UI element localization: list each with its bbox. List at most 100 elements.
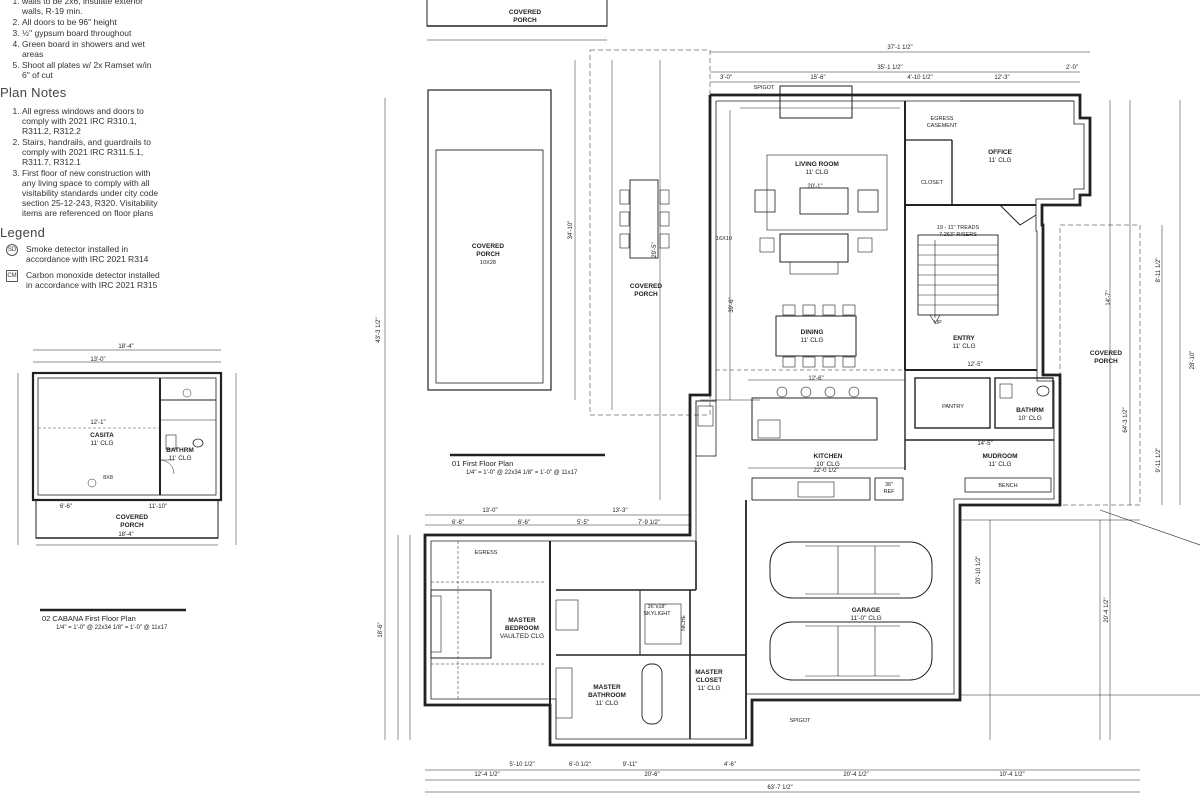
refrigerator-icon <box>874 477 904 501</box>
dim-text: 12'-6" <box>808 376 823 382</box>
room-clg-master-closet: 11' CLG <box>697 685 720 692</box>
headboard-icon <box>430 595 442 653</box>
window-tag-icon <box>182 388 192 398</box>
sofa-icon <box>779 233 849 263</box>
room-label-master-closet-2: CLOSET <box>696 677 722 684</box>
room-clg-bath: 10' CLG <box>1018 415 1042 422</box>
cooktop-icon <box>757 419 781 439</box>
dim-text: 20'-4 1/2" <box>843 772 868 778</box>
dim-text: 2'-0" <box>1066 65 1078 71</box>
legend-co-text: Carbon monoxide detector installed in ac… <box>26 270 160 290</box>
skylight-size: 36"x18" <box>648 604 667 610</box>
bath-walls <box>994 377 1054 429</box>
dim-text: 13'-0" <box>90 357 105 363</box>
room-label-master-closet: MASTER <box>695 669 723 676</box>
kitchen-sink-icon <box>697 405 714 427</box>
pool-outline <box>427 89 552 391</box>
dim-text: 3'-0" <box>720 75 732 81</box>
dim-text: 14'-7" <box>1106 290 1112 305</box>
room-label-mudroom: MUDROOM <box>982 453 1017 460</box>
vanity-icon <box>555 667 573 719</box>
plan01-title: 01 First Floor Plan <box>452 459 513 468</box>
chair-icon <box>782 356 796 368</box>
egress-casement-label: EGRESS <box>931 116 954 122</box>
bench-label: BENCH <box>998 483 1017 489</box>
dim-text: 10'-4 1/2" <box>999 772 1024 778</box>
room-label-porch-cabana: COVERED <box>116 514 148 521</box>
ref-label: REF <box>884 489 896 495</box>
porch-size: 10X28 <box>480 260 496 266</box>
room-clg-casita-bath: 11' CLG <box>168 455 191 462</box>
room-label-casita: CASITA <box>90 432 114 439</box>
room-clg-master-bath: 11' CLG <box>595 700 618 707</box>
general-note: All doors to be 96" height <box>22 17 160 27</box>
room-label-master-bath-2: BATHROOM <box>588 692 626 699</box>
room-clg-living: 11' CLG <box>805 169 828 176</box>
plan02-scale: 1/4" = 1'-0" @ 22x34 1/8" = 1'-0" @ 11x1… <box>56 625 168 631</box>
niche-label: NICHE <box>681 615 687 631</box>
room-clg-garage: 11'-0" CLG <box>850 615 881 622</box>
sink-icon <box>999 383 1013 399</box>
bathtub-icon <box>641 663 663 725</box>
bed-icon <box>430 589 492 659</box>
room-label-porch-cabana-2: PORCH <box>120 522 144 529</box>
room-clg-kitchen: 10' CLG <box>816 461 840 468</box>
room-clg-office: 11' CLG <box>988 157 1011 164</box>
general-note: ½" gypsum board throughout <box>22 28 160 38</box>
dim-text: 12'-4 1/2" <box>474 772 499 778</box>
general-notes-list: walls to be 2x6, insulate exterior walls… <box>0 0 160 80</box>
room-label-master-bath: MASTER <box>593 684 621 691</box>
stool-icon <box>800 386 812 398</box>
dim-text: 6'-6" <box>518 520 530 526</box>
room-clg-master-bed: VAULTED CLG <box>500 633 544 640</box>
kitchen-counter <box>751 477 871 501</box>
range-icon <box>797 481 835 498</box>
dim-text: 64'-3 1/2" <box>1123 407 1129 432</box>
room-label-master-bed: MASTER <box>508 617 536 624</box>
dim-text: 6'-6" <box>452 520 464 526</box>
bench-outline <box>964 477 1052 493</box>
stool-icon <box>776 386 788 398</box>
pool-inner <box>435 149 544 384</box>
plan-notes-title: Plan Notes <box>0 85 67 100</box>
window-tag-icon <box>87 478 97 488</box>
dim-text: 13'-0" <box>482 508 497 514</box>
room-label-garage: GARAGE <box>852 607 881 614</box>
office-angled-wall <box>999 204 1037 226</box>
car-icon <box>769 541 933 599</box>
room-label-dining: DINING <box>801 329 824 336</box>
co-detector-icon: CM <box>6 270 18 282</box>
dim-text: 9'-11 1/2" <box>1156 448 1162 473</box>
tv-console <box>789 261 839 275</box>
dim-text: 20'-6" <box>644 772 659 778</box>
room-label-bath: BATHRM <box>1016 407 1044 414</box>
plan02-title: 02 CABANA First Floor Plan <box>42 614 136 623</box>
room-label-porch-big: COVERED <box>472 243 504 250</box>
armchair-icon <box>857 189 879 213</box>
room-label-porch-east-2: PORCH <box>1094 358 1118 365</box>
dim-text: 12'-3" <box>994 75 1009 81</box>
chair-icon <box>619 189 630 205</box>
dim-text: 29'-5" <box>652 242 658 257</box>
dim-text: 12'-5" <box>967 362 982 368</box>
room-clg-mudroom: 11' CLG <box>988 461 1011 468</box>
room-clg-entry: 11' CLG <box>952 343 975 350</box>
dimension-labels: 37'-1 1/2" 35'-1 1/2" 3'-0" 15'-6" 4'-10… <box>60 45 1196 791</box>
rug-outline <box>766 154 888 231</box>
chair-icon <box>659 211 670 227</box>
grid-16x10: 16X10 <box>716 236 732 242</box>
plan-note: All egress windows and doors to comply w… <box>22 106 160 136</box>
legend-smoke-text: Smoke detector installed in accordance w… <box>26 244 149 264</box>
dim-text: 37'-1 1/2" <box>887 45 912 51</box>
top-porch <box>426 0 608 41</box>
room-labels: LIVING ROOM 11' CLG DINING 11' CLG KITCH… <box>90 9 1122 724</box>
dim-text: 5'-10 1/2" <box>509 762 534 768</box>
chair-icon <box>659 189 670 205</box>
plan01-scale: 1/4" = 1'-0" @ 22x34 1/8" = 1'-0" @ 11x1… <box>466 470 578 476</box>
room-label-porch-west-2: PORCH <box>634 291 658 298</box>
room-label-master-bed-2: BEDROOM <box>505 625 539 632</box>
room-clg-casita: 11' CLG <box>90 440 113 447</box>
room-label-porch-top-2: PORCH <box>513 17 537 24</box>
